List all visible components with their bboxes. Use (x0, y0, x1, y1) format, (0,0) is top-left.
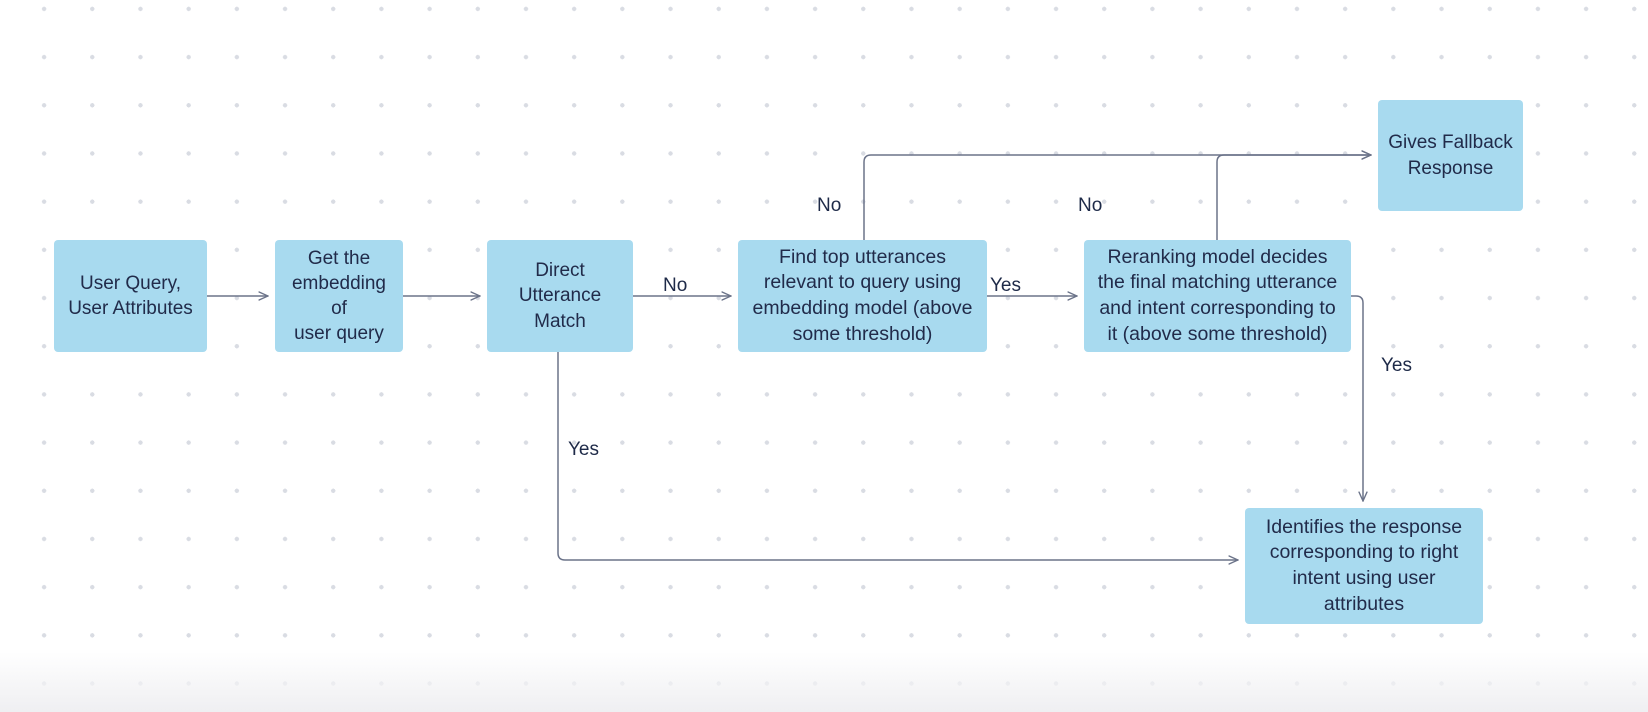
node-gives-fallback-response[interactable]: Gives Fallback Response (1378, 100, 1523, 211)
edge-findtop-no-to-fallback (863, 155, 1371, 240)
node-reranking-model[interactable]: Reranking model decides the final matchi… (1084, 240, 1351, 352)
node-find-top-utterances[interactable]: Find top utterances relevant to query us… (738, 240, 987, 352)
edge-label-yes-from-direct-match: Yes (568, 439, 599, 460)
node-direct-utterance-match[interactable]: Direct Utterance Match (487, 240, 633, 352)
edge-label-yes-to-reranking: Yes (990, 275, 1021, 296)
node-identifies-response[interactable]: Identifies the response corresponding to… (1245, 508, 1483, 624)
edge-label-no-from-reranking: No (1078, 195, 1103, 216)
edge-label-no-to-find-top: No (663, 275, 688, 296)
edge-directmatch-yes-to-identifies (557, 352, 1238, 560)
edge-reranking-no-to-fallback (1216, 155, 1371, 240)
node-get-embedding[interactable]: Get the embedding of user query (275, 240, 403, 352)
node-user-query[interactable]: User Query, User Attributes (54, 240, 207, 352)
edge-reranking-yes-to-identifies (1351, 295, 1363, 501)
edge-label-no-from-find-top: No (817, 195, 842, 216)
edge-label-yes-from-reranking: Yes (1381, 355, 1412, 376)
